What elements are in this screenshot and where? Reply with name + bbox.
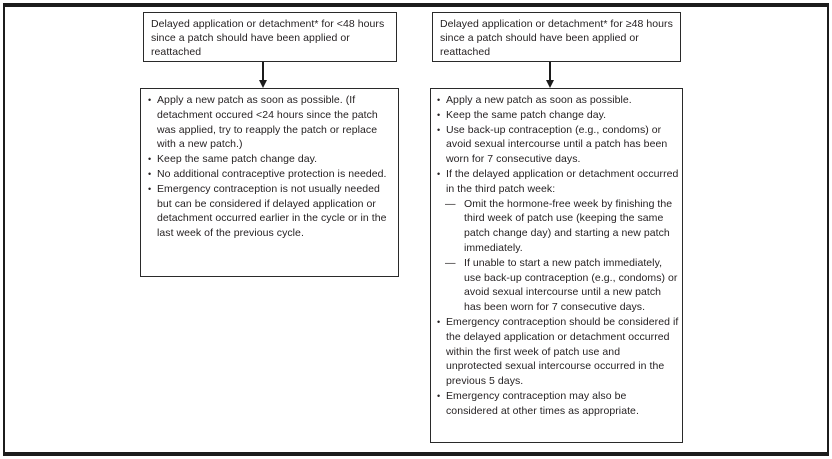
arrow-head <box>259 80 267 88</box>
bullet-text: Emergency contraception is not usually n… <box>157 182 387 240</box>
bullet-text: Use back-up contraception (e.g., condoms… <box>446 123 668 166</box>
bullet-text: Apply a new patch as soon as possible. <box>446 94 632 106</box>
arrow-head <box>546 80 554 88</box>
sub-bullet-item: — Omit the hormone-free week by finishing… <box>437 197 679 256</box>
bullet-item: • Keep the same patch change day. <box>437 108 679 123</box>
bullet-icon: • <box>437 316 441 327</box>
bullet-icon: • <box>148 183 152 194</box>
condition-box-lt48: Delayed application or detachment* for <… <box>143 12 397 62</box>
bullet-text: Emergency contraception may also be cons… <box>446 389 639 417</box>
dash-icon: — <box>445 197 456 210</box>
dash-icon: — <box>445 256 456 269</box>
down-arrow-icon <box>545 62 555 88</box>
bullet-text: Emergency contraception should be consid… <box>446 315 679 388</box>
bullet-icon: • <box>437 168 441 179</box>
arrow-shaft <box>262 62 264 80</box>
bullet-icon: • <box>437 95 441 105</box>
instructions-box-gte48: •Apply a new patch as soon as possible.•… <box>430 88 683 443</box>
sub-bullet-item: — If unable to start a new patch immediat… <box>437 256 679 315</box>
bullet-item: • Use back-up contraception (e.g., condom… <box>437 123 679 167</box>
instructions-box-lt48: • Apply a new patch as soon as possible. … <box>140 88 399 277</box>
bullet-text: If unable to start a new patch immediate… <box>464 256 678 314</box>
arrow-shaft <box>549 62 551 80</box>
condition-text-gte48: Delayed application or detachment* for ≥… <box>440 18 673 58</box>
bullet-icon: • <box>148 168 152 179</box>
bullet-item: • Apply a new patch as soon as possible. <box>437 93 679 108</box>
bullet-text: Keep the same patch change day. <box>157 153 318 166</box>
bullet-text: Omit the hormone-free week by finishing … <box>464 197 673 254</box>
bullet-text: If the delayed application or detachment… <box>446 167 679 195</box>
bullet-text: Keep the same patch change day. <box>446 108 607 121</box>
bullet-item: • Apply a new patch as soon as possible. … <box>148 93 389 152</box>
bullet-item: • No additional contraceptive protection … <box>148 167 389 182</box>
bullet-text: Apply a new patch as soon as possible. (… <box>157 94 378 151</box>
bullet-item: • Keep the same patch change day. <box>148 152 389 167</box>
bullet-icon: • <box>148 95 152 105</box>
bullet-text: No additional contraceptive protection i… <box>157 167 387 180</box>
down-arrow-icon <box>258 62 268 88</box>
bullet-item: • Emergency contraception may also be con… <box>437 389 679 419</box>
bullet-icon: • <box>437 109 441 120</box>
bullet-icon: • <box>437 124 441 135</box>
bullet-item: • If the delayed application or detachmen… <box>437 167 679 197</box>
bullet-icon: • <box>148 154 152 165</box>
bullet-item: • Emergency contraception should be consi… <box>437 315 679 389</box>
bullet-icon: • <box>437 390 441 401</box>
bullet-item: • Emergency contraception is not usually … <box>148 182 389 241</box>
condition-box-gte48: Delayed application or detachment* for ≥… <box>432 12 681 62</box>
figure-frame <box>3 3 829 456</box>
condition-text-lt48: Delayed application or detachment* for <… <box>151 18 385 58</box>
